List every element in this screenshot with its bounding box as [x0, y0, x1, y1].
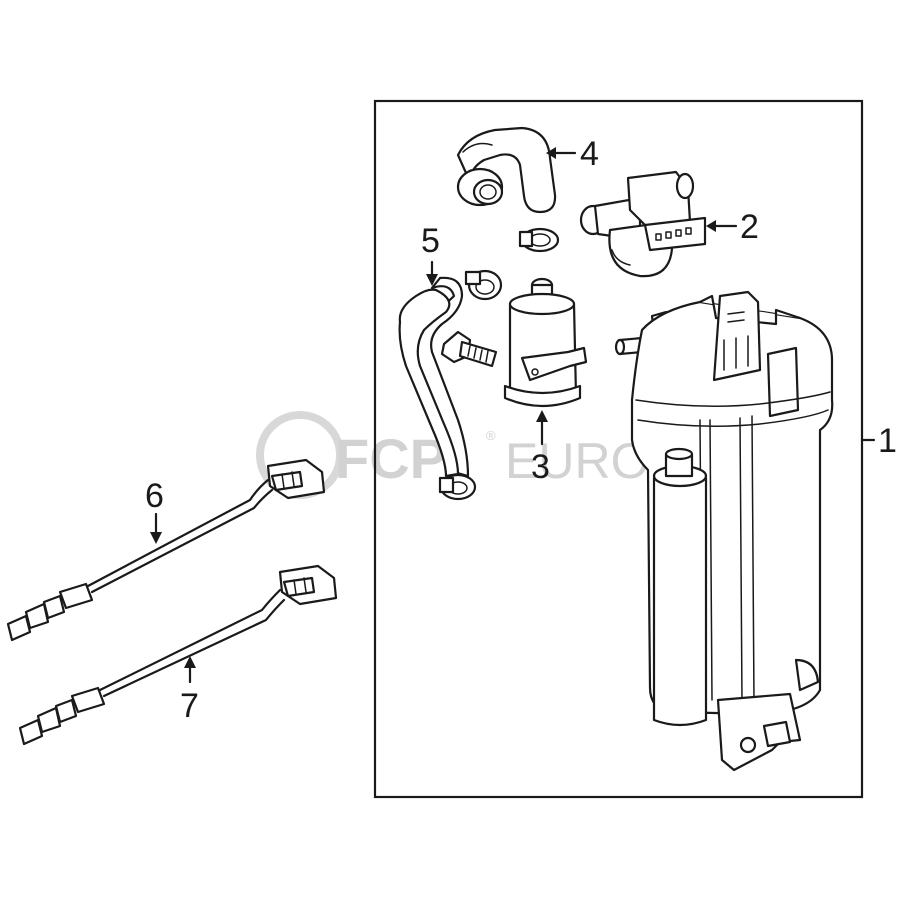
part-3-filter [503, 277, 588, 408]
watermark-registered-mark: ® [486, 428, 496, 443]
hose-clamp-upper [518, 227, 560, 253]
hose-clamp-middle [464, 269, 503, 301]
watermark-brand: FCP [335, 427, 447, 490]
part-4-hose [456, 126, 557, 214]
callout-3: 3 [531, 448, 550, 486]
part-6-oxygen-sensor [6, 458, 326, 642]
callout-1: 1 [878, 422, 897, 460]
part-7-oxygen-sensor [18, 564, 338, 746]
bolt [440, 330, 498, 368]
callout-6: 6 [145, 477, 164, 515]
hose-clamp-lower [438, 473, 477, 501]
part-5-hose [398, 276, 470, 478]
callout-5: 5 [421, 222, 440, 260]
callout-4: 4 [580, 135, 599, 173]
part-1-canister [614, 290, 834, 772]
callout-2: 2 [740, 208, 759, 246]
watermark-suffix: EURO [505, 433, 649, 489]
part-2-purge-valve [579, 170, 707, 278]
leader-lines [150, 147, 876, 684]
callout-7: 7 [180, 687, 199, 725]
assembly-box [373, 99, 864, 799]
